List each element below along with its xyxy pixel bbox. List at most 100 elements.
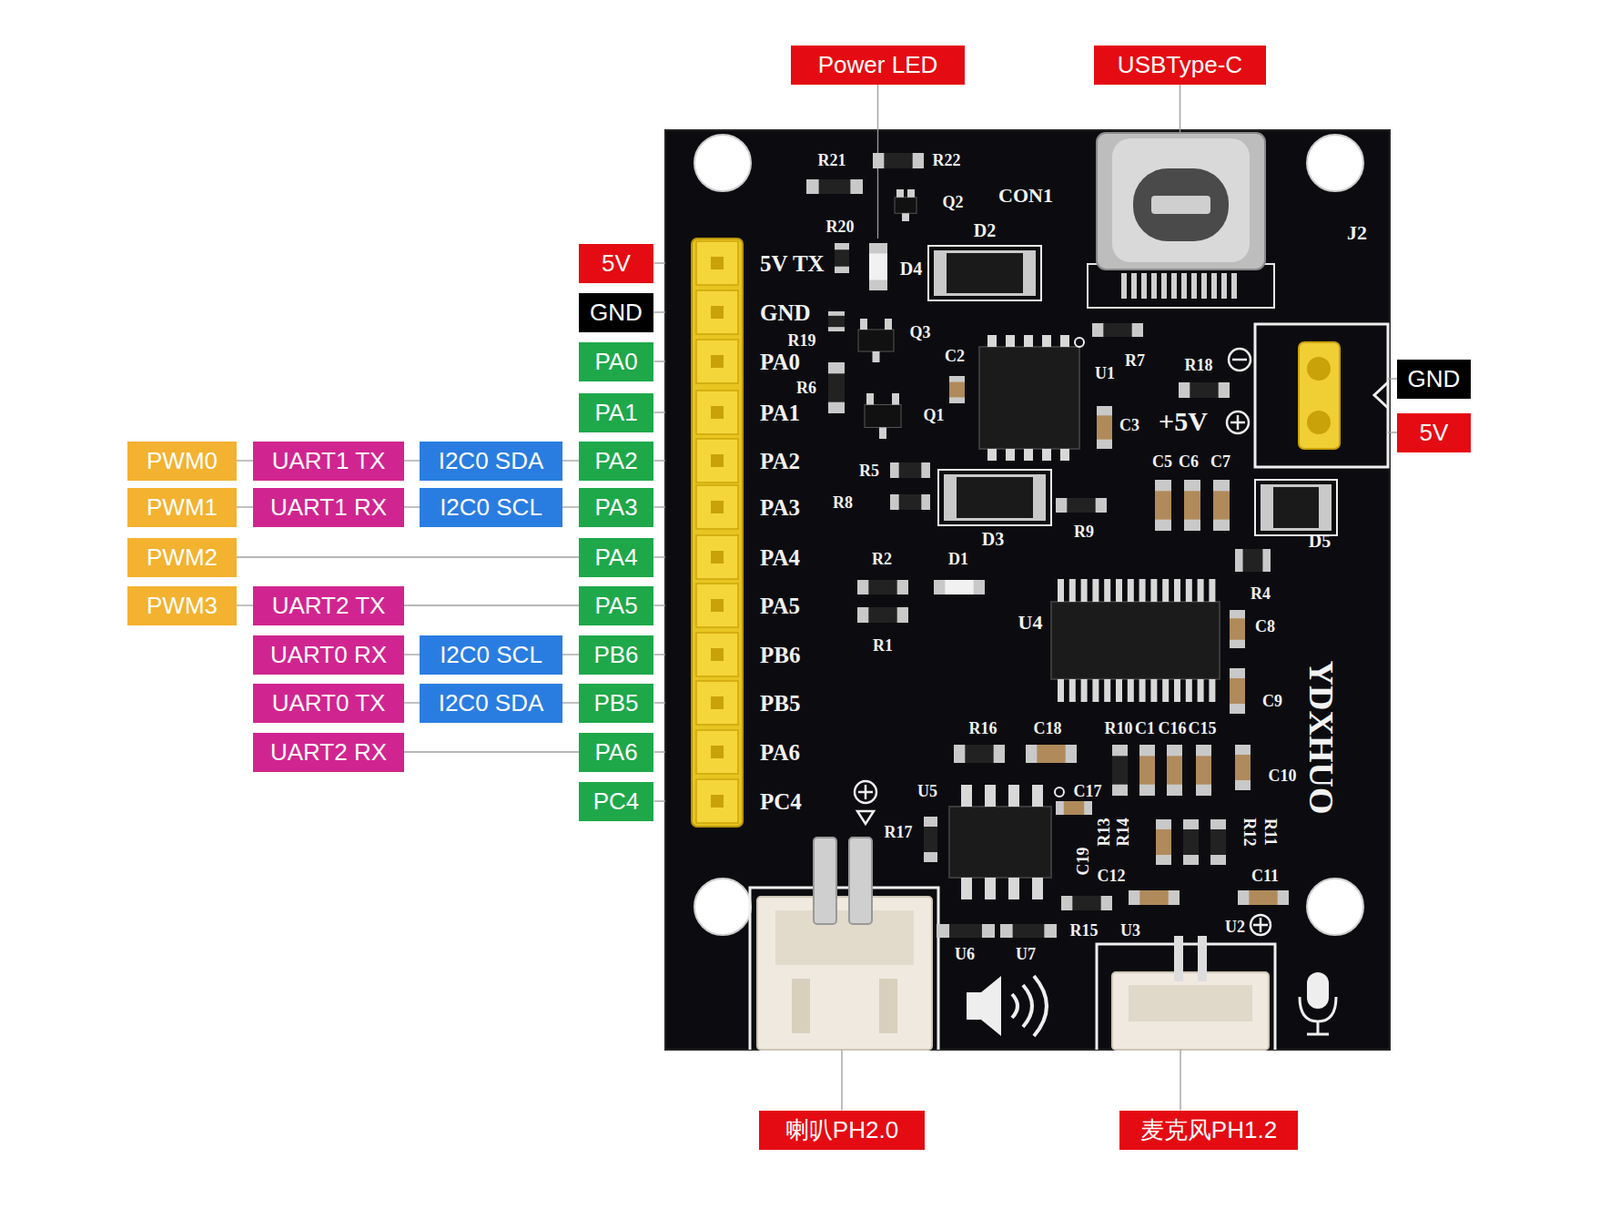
usb-pad [1211, 273, 1217, 299]
callout-label: USBType-C [1093, 45, 1266, 85]
leader-line [654, 556, 667, 557]
label-text: PA6 [594, 739, 638, 764]
label-text: I2C0 SCL [439, 495, 543, 519]
silkscreen-label: R6 [796, 379, 817, 396]
label-text: UART0 TX [272, 690, 386, 715]
chip-pin [1150, 578, 1157, 602]
silkscreen-label: R21 [818, 151, 847, 169]
callout-label: 5V [1397, 413, 1471, 453]
smd-terminal [936, 923, 995, 938]
header-pin [696, 779, 739, 823]
label-text: I2C0 SCL [439, 642, 543, 667]
silkscreen-label: U5 [917, 782, 938, 800]
callout-label: PC4 [578, 781, 654, 821]
capacitor-symbol [1063, 800, 1084, 815]
header-pin-post [710, 454, 724, 467]
chip-pin [1005, 334, 1015, 347]
resistor-symbol [899, 462, 922, 478]
pin-label: PA5 [759, 594, 800, 618]
leader-line [404, 604, 579, 606]
polarity-symbols [854, 348, 1271, 935]
label-text: PA1 [594, 400, 638, 425]
chip-pin [1139, 578, 1146, 602]
diode-terminal [1260, 484, 1332, 531]
chip-pin [1069, 578, 1076, 602]
chip-pin [961, 877, 973, 900]
usb-pad [1131, 273, 1137, 299]
leader-line [404, 750, 579, 752]
capacitor-symbol [1155, 829, 1172, 855]
callout-label: UART2 TX [253, 586, 405, 626]
chip-pin [1197, 578, 1205, 602]
chip-pin [1139, 678, 1146, 702]
silkscreen-label: C9 [1262, 692, 1283, 709]
usb-c-tongue [1151, 195, 1211, 214]
pin-label: 5V TX [759, 252, 825, 275]
callout-label: UART0 TX [253, 683, 405, 723]
silkscreen-label: R20 [826, 218, 855, 235]
transistor-lead [860, 318, 868, 330]
silkscreen-label: R7 [1124, 352, 1145, 369]
header-pin [696, 241, 739, 285]
chip-pin [987, 334, 997, 347]
header-pin [696, 535, 739, 579]
silkscreen-label: R19 [788, 332, 817, 349]
diode-symbol [946, 253, 1023, 294]
callout-label: UART0 RX [253, 635, 405, 675]
chip-pin [1042, 448, 1052, 461]
smd-terminal [1237, 890, 1289, 905]
resistor-symbol [868, 607, 897, 623]
speaker-connector-inner [775, 910, 914, 965]
leader-line [236, 556, 579, 557]
smd-terminal [1128, 890, 1180, 905]
callout-label: I2C0 SDA [419, 441, 563, 481]
smd-terminal [1195, 744, 1212, 796]
chip-pin [1174, 578, 1181, 602]
led-symbol [944, 579, 973, 595]
pin-label: PA3 [759, 496, 800, 519]
header-pin-post [710, 354, 724, 368]
silkscreen-label: R2 [871, 550, 892, 568]
smd-terminal [933, 579, 985, 595]
diode-terminal [943, 474, 1046, 521]
label-text: PA5 [594, 593, 638, 618]
label-text: GND [589, 300, 643, 325]
chip-pin [1008, 877, 1020, 900]
silkscreen-label: U1 [1094, 364, 1115, 382]
smd-terminal [1061, 895, 1113, 911]
smd-terminal [1184, 479, 1201, 531]
header-pin-post [710, 550, 724, 564]
leader-line [654, 653, 667, 655]
silkscreen-label: R22 [932, 151, 962, 169]
label-text: PA0 [594, 349, 638, 374]
chip-pin [1081, 678, 1088, 702]
speaker-icon [966, 992, 982, 1020]
transistor-lead [872, 351, 881, 363]
power-pin [1306, 356, 1331, 381]
chip-pin [1150, 678, 1157, 702]
callout-label: PA5 [578, 586, 654, 626]
smd-terminal [1155, 819, 1172, 865]
usb-pad [1151, 273, 1157, 299]
resistor-symbol [949, 923, 983, 938]
callout-label: 5V [578, 243, 654, 284]
chip-pin [987, 448, 997, 461]
silkscreen-label: C7 [1210, 453, 1231, 470]
speaker-pin [849, 837, 872, 924]
label-text: GND [1407, 366, 1461, 391]
label-text: PA3 [594, 495, 638, 519]
mic-icon [1306, 972, 1329, 1009]
silkscreen-label: U2 [1225, 918, 1246, 935]
leader-line [654, 701, 667, 703]
callout-label: PWM2 [127, 537, 237, 578]
callout-label: PB5 [578, 683, 654, 723]
mic-connector [1112, 972, 1269, 1050]
resistor-symbol [1103, 323, 1132, 337]
callout-label: Power LED [790, 45, 965, 85]
callout-label: UART1 RX [253, 487, 405, 527]
silkscreen-label: R11 [1262, 818, 1279, 846]
capacitor-symbol [1229, 617, 1246, 640]
